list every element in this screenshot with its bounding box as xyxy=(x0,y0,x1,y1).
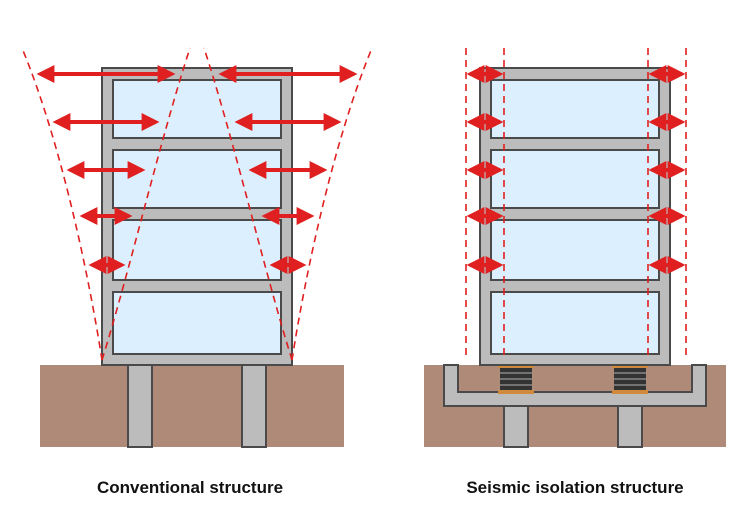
seismic-isolator-1 xyxy=(498,364,534,394)
window-floor-4-left xyxy=(112,79,282,139)
caption-conventional: Conventional structure xyxy=(96,478,284,497)
sway-curve-left-inner xyxy=(101,47,191,361)
pile-left-2 xyxy=(241,364,267,448)
window-floor-3-left xyxy=(112,149,282,209)
conventional-structure xyxy=(21,47,373,448)
sway-curve-right-outer xyxy=(291,47,373,361)
window-floor-3-right xyxy=(490,149,660,209)
sway-curve-right-inner xyxy=(203,47,293,361)
caption-seismic-isolation: Seismic isolation structure xyxy=(466,478,684,497)
window-floor-2-left xyxy=(112,219,282,281)
sway-curve-left-outer xyxy=(21,47,103,361)
pile-left-1 xyxy=(127,364,153,448)
ground-soil-left xyxy=(40,365,344,447)
window-floor-4-right xyxy=(490,79,660,139)
pile-right-1 xyxy=(503,405,529,448)
foundation-pit xyxy=(443,364,707,407)
window-floor-1-left xyxy=(112,291,282,355)
isolation-structure xyxy=(424,48,726,448)
seismic-isolator-2 xyxy=(612,364,648,394)
window-floor-2-right xyxy=(490,219,660,281)
window-floor-1-right xyxy=(490,291,660,355)
pile-right-2 xyxy=(617,405,643,448)
